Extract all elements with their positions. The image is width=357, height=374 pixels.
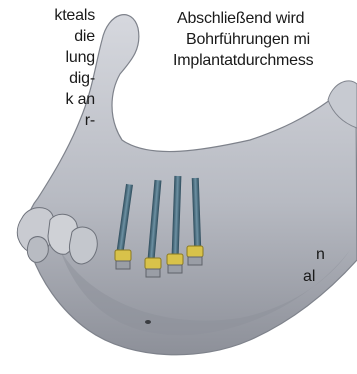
left-text-line-5: k an (66, 90, 95, 110)
left-text-line-3: lung (66, 48, 95, 68)
right-text-line-1: Abschließend wird (177, 9, 304, 29)
right-fragment-2: al (303, 268, 315, 286)
left-text-line-6: r- (85, 111, 95, 131)
right-text-line-2: Bohrführungen mi (186, 30, 310, 50)
left-text-line-2: die (74, 27, 95, 47)
foramen (145, 320, 151, 324)
left-text-line-1: kteals (54, 6, 95, 26)
right-text-line-3: Implantatdurchmess (173, 51, 313, 71)
left-text-line-4: dig- (69, 69, 95, 89)
right-fragment-1: n (316, 246, 325, 264)
